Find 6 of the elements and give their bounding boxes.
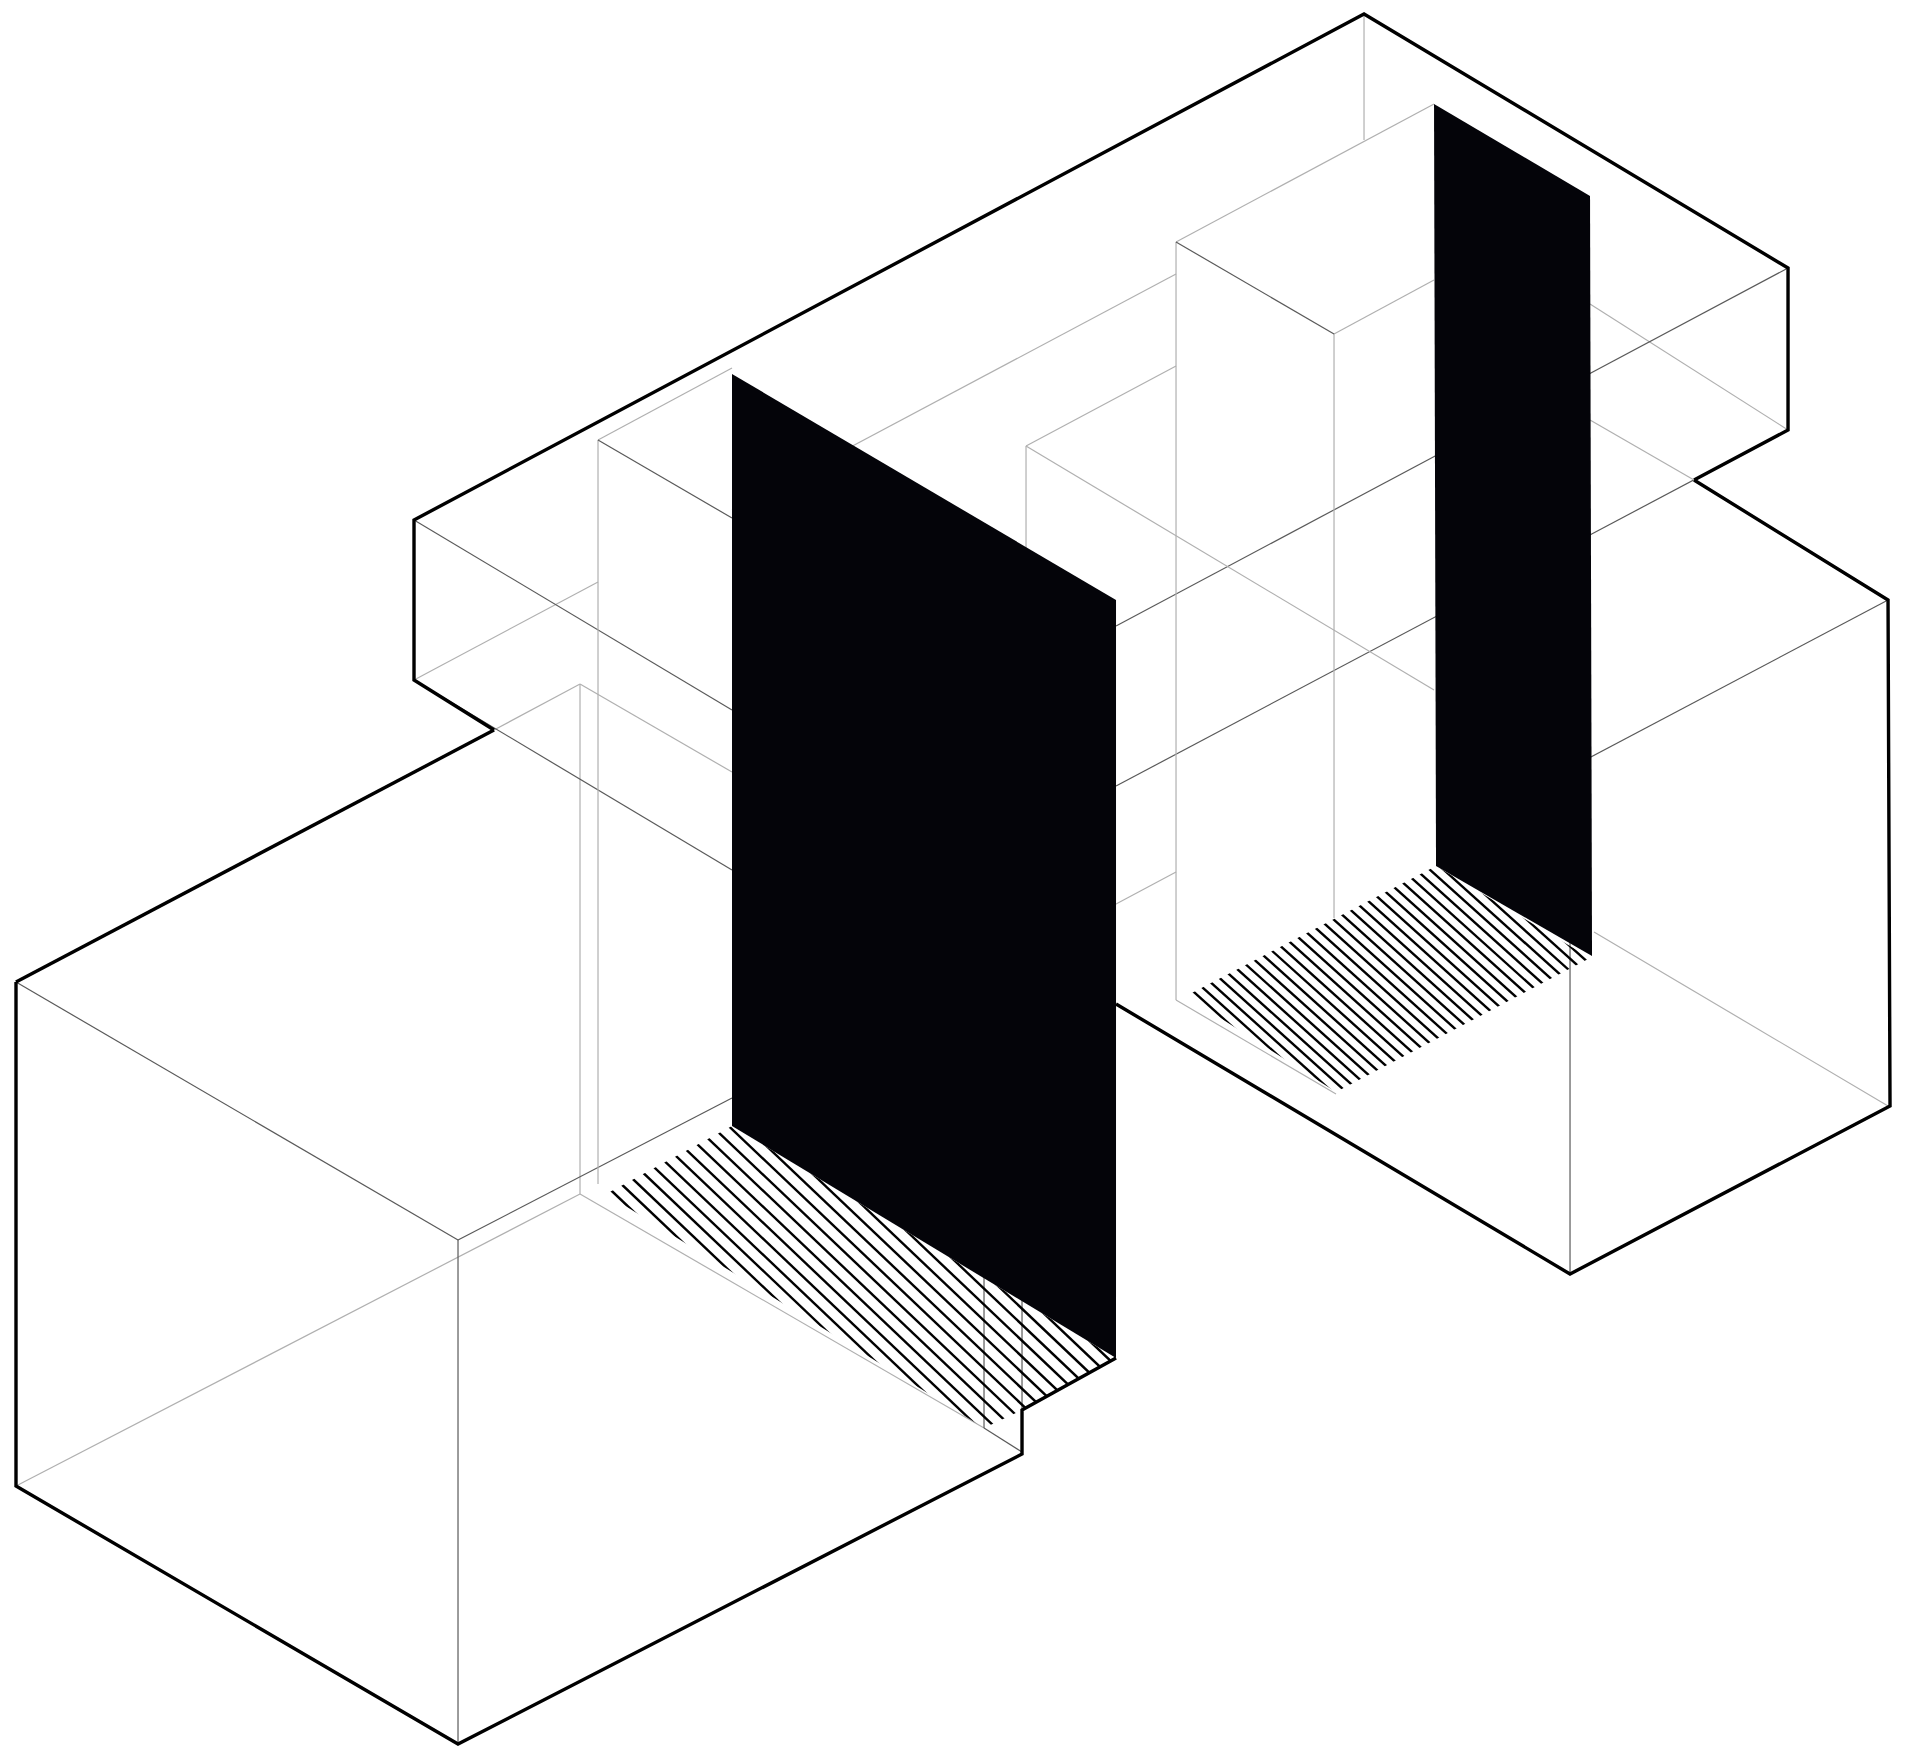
wall-panel: [1434, 104, 1592, 956]
wall-panel: [732, 374, 1116, 1358]
wireframe-box: [597, 367, 733, 1185]
wireframe-box: [1175, 103, 1435, 1095]
wireframe-box: [412, 12, 1790, 871]
wireframe-box: [14, 683, 1117, 1746]
